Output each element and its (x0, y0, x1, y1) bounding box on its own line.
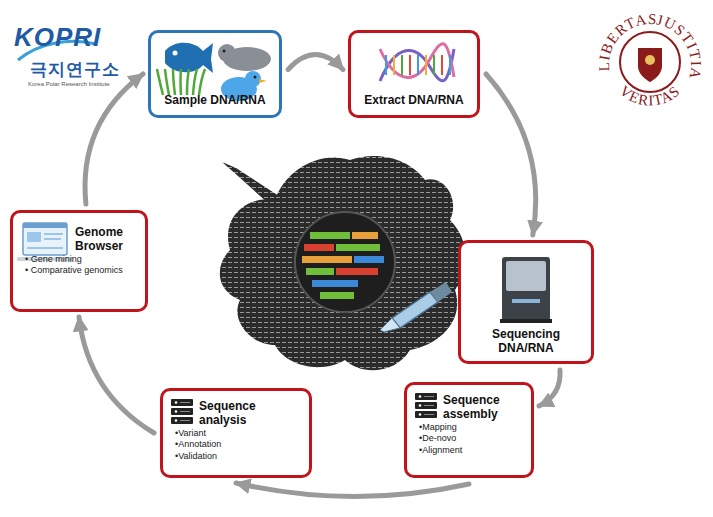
bullet-item: •Annotation (163, 439, 309, 451)
bullet-item: •Variant (163, 428, 309, 440)
step-title: Sample DNA/RNA (151, 93, 279, 107)
logo-text: KOPRI (14, 22, 101, 53)
step-box: Extract DNA/RNA (348, 30, 480, 118)
process-box: Sequence assembly•Mapping•De-novo•Alignm… (404, 382, 534, 478)
step-title: Sequencing DNA/RNA (461, 327, 591, 356)
logo-text: 극지연구소 (30, 58, 120, 81)
step-title: Sequence assembly (407, 385, 531, 422)
bullet-item: •Mapping (407, 422, 531, 434)
seal-motto: JUSTITIA (655, 12, 704, 82)
flow-arrow (236, 483, 469, 497)
bullet-item: •Validation (163, 451, 309, 463)
bullet-item: • Comparative genomics (13, 265, 145, 277)
step-box: Sample DNA/RNA (148, 30, 282, 118)
svg-text:VERITAS: VERITAS (617, 82, 683, 108)
flow-arrow (79, 317, 154, 433)
svg-text:LIBERTAS: LIBERTAS (596, 11, 658, 72)
process-box: Sequence analysis•Variant•Annotation•Val… (160, 388, 312, 478)
process-box: Genome Browser• Gene mining• Comparative… (10, 210, 148, 312)
svg-text:JUSTITIA: JUSTITIA (655, 12, 704, 82)
flow-arrow (85, 74, 143, 204)
bullet-item: • Gene mining (13, 254, 145, 266)
flow-arrow (486, 74, 536, 235)
korea-university-seal: LIBERTAS JUSTITIA VERITAS (596, 11, 704, 109)
step-title: Extract DNA/RNA (351, 93, 477, 107)
seal-motto: VERITAS (617, 82, 683, 108)
logo-text: Korea Polar Research Institute (28, 81, 110, 87)
flow-arrow (539, 370, 560, 406)
step-box: Sequencing DNA/RNA (458, 240, 594, 364)
bullet-item: •Alignment (407, 445, 531, 457)
flow-arrow (288, 55, 343, 70)
step-title: Sequence analysis (163, 391, 309, 428)
bullet-item: •De-novo (407, 433, 531, 445)
step-title: Genome Browser (13, 213, 145, 254)
pipette (380, 282, 452, 332)
seal-motto: LIBERTAS (596, 11, 658, 72)
antarctica-map (220, 156, 466, 370)
